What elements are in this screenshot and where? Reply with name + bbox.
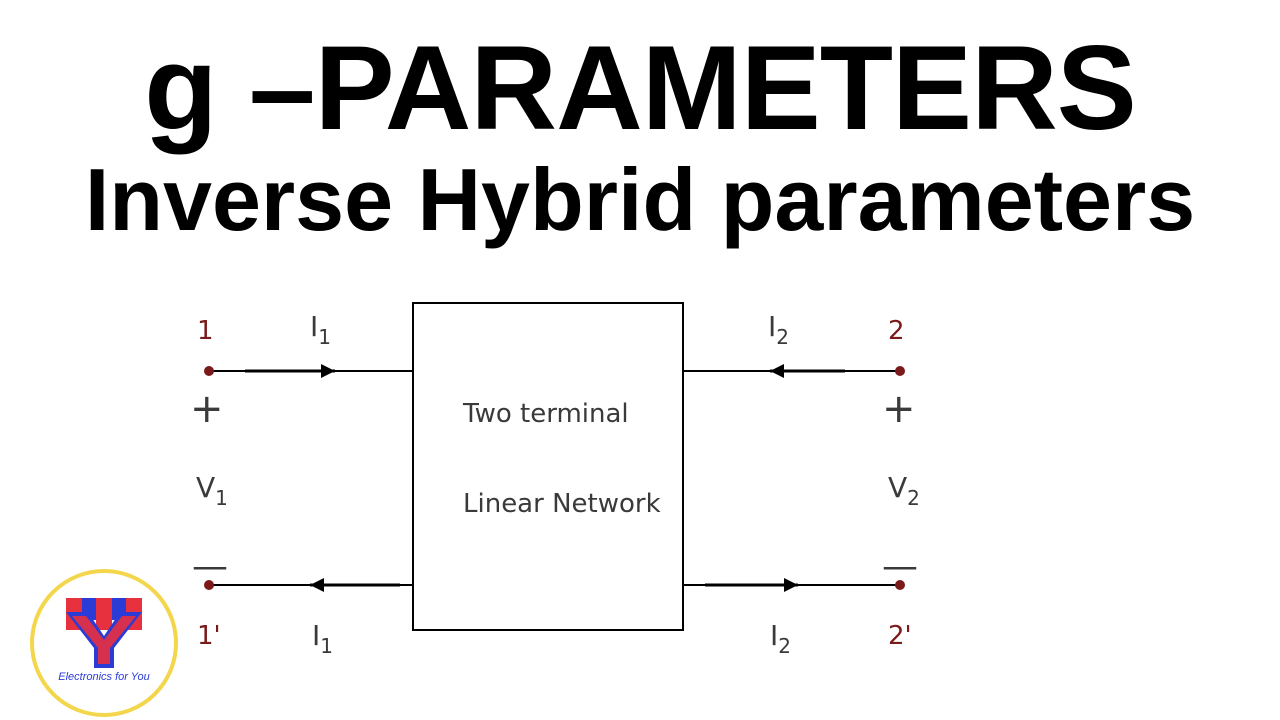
terminal-2-label: 2 (888, 316, 905, 346)
current-i1-top-label: I1 (310, 310, 331, 349)
network-box (412, 302, 684, 631)
terminal-1-label: 1 (197, 316, 214, 346)
current-i1-bottom-label: I1 (312, 619, 333, 658)
voltage-v2-label: V2 (888, 471, 920, 510)
port2-minus: — (882, 546, 918, 587)
terminal-1-dot (204, 366, 214, 376)
port2-plus: + (882, 386, 916, 432)
subtitle: Inverse Hybrid parameters (84, 150, 1196, 249)
terminal-1prime-dot (204, 580, 214, 590)
terminal-2prime-dot (895, 580, 905, 590)
port1-plus: + (190, 386, 224, 432)
electronics-for-you-logo: Electronics for You (30, 569, 178, 717)
box-text-line2: Linear Network (463, 489, 661, 519)
box-text-line1: Two terminal (462, 399, 629, 429)
terminal-2-dot (895, 366, 905, 376)
current-i2-top-label: I2 (768, 310, 789, 349)
current-i2-bottom-label: I2 (770, 619, 791, 658)
logo-emblem-icon (66, 598, 142, 668)
logo-caption: Electronics for You (58, 671, 150, 683)
main-title: g –PARAMETERS (144, 21, 1137, 155)
port1-minus: — (192, 546, 228, 587)
terminal-1prime-label: 1' (197, 621, 221, 651)
voltage-v1-label: V1 (196, 471, 228, 510)
terminal-2prime-label: 2' (888, 621, 912, 651)
